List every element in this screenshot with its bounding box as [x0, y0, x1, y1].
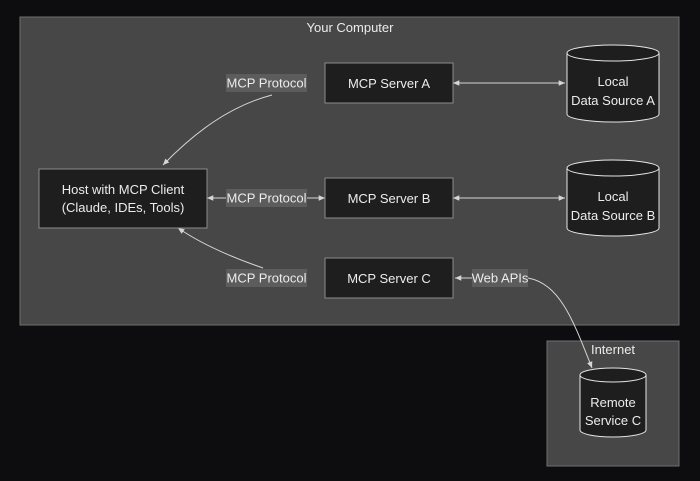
node-local-a-line-1: Local	[597, 74, 628, 89]
edge-label-host-server-a: MCP Protocol	[226, 74, 307, 92]
region-your-computer-title: Your Computer	[307, 20, 395, 35]
edge-label-text: MCP Protocol	[227, 76, 307, 91]
node-local-a[interactable]: Local Data Source A	[566, 44, 660, 123]
node-server-c[interactable]: MCP Server C	[324, 257, 454, 299]
node-server-b-label: MCP Server B	[348, 191, 431, 206]
database-icon-body[interactable]	[566, 53, 660, 123]
region-internet-title: Internet	[591, 342, 635, 357]
edge-label-bg	[226, 269, 307, 287]
node-server-b[interactable]: MCP Server B	[324, 177, 454, 219]
edge-label-text: MCP Protocol	[227, 271, 307, 286]
edge-label-server-c-remote: Web APIs	[472, 269, 529, 287]
database-icon-body[interactable]	[566, 168, 660, 237]
node-local-b-line-2: Data Source B	[571, 208, 656, 223]
region-internet: Internet	[546, 340, 680, 467]
node-server-a-label: MCP Server A	[348, 76, 430, 91]
edge-host-server-c	[177, 227, 264, 269]
node-local-b[interactable]: Local Data Source B	[566, 159, 660, 237]
database-icon-top[interactable]	[566, 159, 660, 177]
database-icon-top[interactable]	[566, 44, 660, 62]
node-host-line-1: Host with MCP Client	[62, 182, 185, 197]
node-host-box[interactable]	[38, 168, 208, 229]
edge-label-text: Web APIs	[472, 271, 529, 286]
edge-label-bg	[472, 269, 528, 287]
edge-label-host-server-b: MCP Protocol	[226, 189, 307, 207]
node-local-a-line-2: Data Source A	[571, 93, 655, 108]
edge-label-bg	[226, 189, 307, 207]
node-server-c-label: MCP Server C	[347, 271, 431, 286]
node-host[interactable]: Host with MCP Client (Claude, IDEs, Tool…	[38, 168, 208, 229]
edge-label-host-server-c: MCP Protocol	[226, 269, 307, 287]
node-server-a-box[interactable]	[324, 62, 454, 104]
edge-label-text: MCP Protocol	[227, 191, 307, 206]
node-server-b-box[interactable]	[324, 177, 454, 219]
node-remote-c-line-1: Remote	[590, 395, 636, 410]
node-remote-c[interactable]: Remote Service C	[579, 367, 647, 438]
node-server-a[interactable]: MCP Server A	[324, 62, 454, 104]
node-local-b-line-1: Local	[597, 189, 628, 204]
region-internet-box	[546, 340, 680, 467]
edge-host-server-a	[162, 94, 273, 166]
database-icon-body[interactable]	[579, 375, 647, 438]
edge-server-c-remote	[527, 277, 593, 369]
edge-label-bg	[226, 74, 307, 92]
node-remote-c-line-2: Service C	[585, 413, 641, 428]
database-icon-top[interactable]	[579, 367, 647, 383]
node-server-c-box[interactable]	[324, 257, 454, 299]
node-host-line-2: (Claude, IDEs, Tools)	[62, 200, 185, 215]
